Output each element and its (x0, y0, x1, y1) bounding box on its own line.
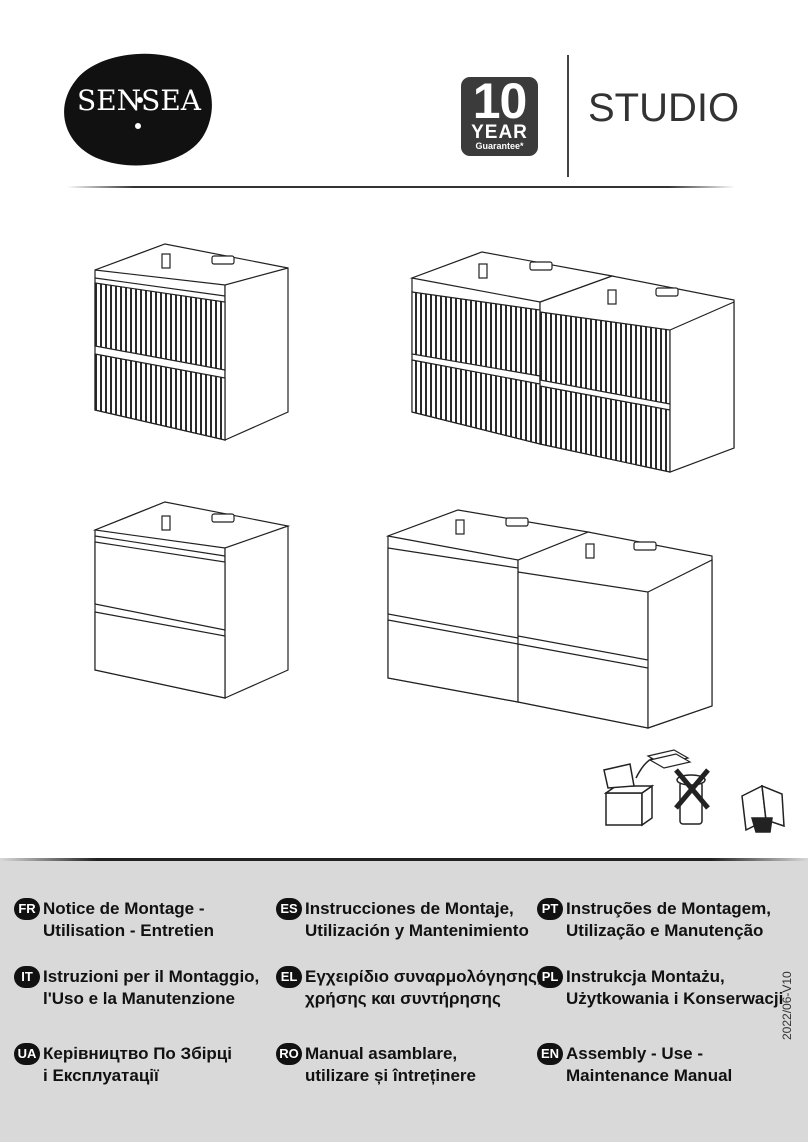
lang-title: Manual asamblare,utilizare și întreținer… (305, 1044, 476, 1085)
lang-title: Istruzioni per il Montaggio,l'Uso e la M… (43, 967, 260, 1008)
lang-badge: IT (14, 966, 40, 988)
lang-badge: EL (276, 966, 302, 988)
header-rule (67, 186, 735, 188)
language-band (0, 858, 808, 1142)
lang-badge: ES (276, 898, 302, 920)
box-recycle-icon (603, 754, 670, 827)
disposal-icons (603, 749, 785, 833)
lang-title: Instrukcja Montażu,Użytkowania i Konserw… (566, 967, 784, 1008)
lang-title: Instruções de Montagem,Utilização e Manu… (566, 899, 771, 940)
header-divider (567, 55, 569, 177)
logo-text: SENSEA (77, 84, 201, 117)
lang-badge: FR (14, 898, 40, 920)
lang-badge: EN (537, 1043, 563, 1065)
product-illustrations (92, 243, 735, 729)
brand-logo: SENSEA (56, 52, 216, 170)
lang-title: Assembly - Use -Maintenance Manual (566, 1044, 733, 1085)
double-fluted-cabinet (409, 251, 735, 473)
guarantee-badge: 10 YEAR Guarantee* (461, 73, 538, 156)
logo-blob (64, 53, 212, 166)
no-trash-bin-icon (674, 768, 710, 825)
band-rule (0, 858, 808, 861)
single-plain-cabinet (92, 501, 291, 699)
product-name: STUDIO (588, 86, 740, 130)
document-stack-icon (646, 749, 692, 769)
lang-badge: PT (537, 898, 563, 920)
read-manual-icon (741, 784, 785, 833)
guarantee-years: 10 (472, 73, 528, 129)
single-fluted-cabinet (94, 243, 289, 441)
double-plain-cabinet (385, 509, 713, 729)
lang-badge: UA (14, 1043, 40, 1065)
lang-title: Notice de Montage -Utilisation - Entreti… (43, 899, 214, 940)
lang-badge: PL (537, 966, 563, 988)
guarantee-label: Guarantee* (475, 141, 524, 151)
guarantee-unit: YEAR (471, 122, 528, 143)
lang-title: Εγχειρίδιο συναρμολόγησης,χρήσης και συν… (305, 967, 542, 1008)
lang-badge: RO (276, 1043, 302, 1065)
lang-title: Instrucciones de Montaje,Utilización y M… (305, 899, 529, 940)
